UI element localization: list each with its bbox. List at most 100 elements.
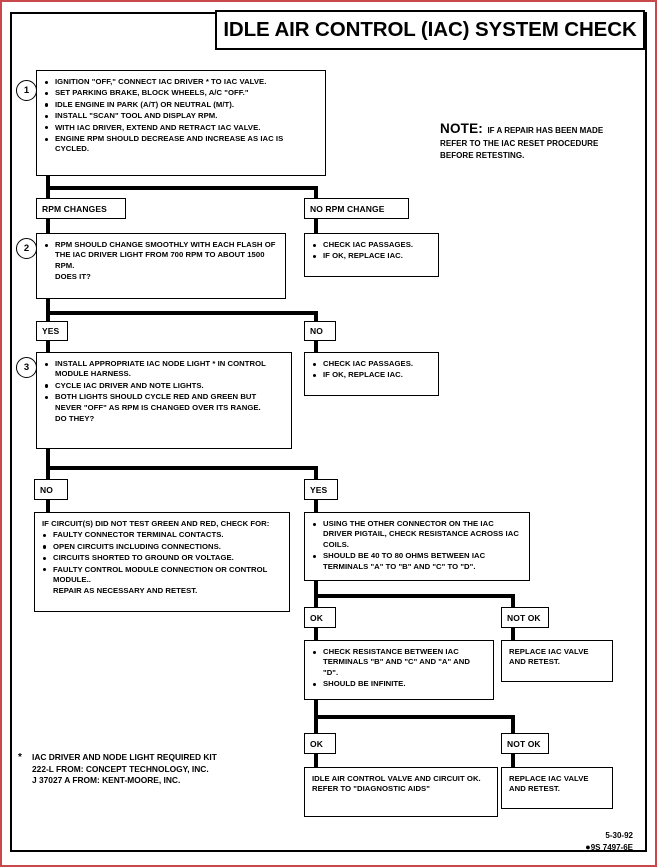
step-1-list: IGNITION "OFF," CONNECT IAC DRIVER * TO …: [44, 77, 319, 155]
step-2-marker: 2: [16, 238, 37, 259]
footnote-line-3: J 37027 A FROM: KENT-MOORE, INC.: [32, 775, 181, 786]
step-2-box: RPM SHOULD CHANGE SMOOTHLY WITH EACH FLA…: [36, 233, 286, 299]
flow-line: [46, 299, 50, 315]
resistance-check-list: USING THE OTHER CONNECTOR ON THE IAC DRI…: [312, 519, 523, 572]
connector-no-2: NO: [34, 479, 68, 500]
footnote-line-2: 222-L FROM: CONCEPT TECHNOLOGY, INC.: [32, 763, 209, 774]
flow-line: [314, 499, 318, 513]
step-1-marker: 1: [16, 80, 37, 101]
check-iac-list-1: CHECK IAC PASSAGES. IF OK, REPLACE IAC.: [312, 240, 432, 262]
list-item: FAULTY CONNECTOR TERMINAL CONTACTS.: [42, 530, 283, 540]
list-item: INSTALL APPROPRIATE IAC NODE LIGHT * IN …: [44, 359, 285, 380]
circuit-fail-list: FAULTY CONNECTOR TERMINAL CONTACTS. OPEN…: [42, 530, 283, 596]
circuit-fail-box: IF CIRCUIT(S) DID NOT TEST GREEN AND RED…: [34, 512, 290, 612]
replace-valve-box-2: REPLACE IAC VALVE AND RETEST.: [501, 767, 613, 809]
list-item: INSTALL "SCAN" TOOL AND DISPLAY RPM.: [44, 111, 319, 121]
flow-line: [46, 466, 50, 480]
replace-valve-2-line-2: AND RETEST.: [509, 784, 560, 794]
replace-valve-line-1: REPLACE IAC VALVE: [509, 647, 589, 656]
connector-ok-1: OK: [304, 607, 336, 628]
connector-not-ok-1: NOT OK: [501, 607, 549, 628]
system-ok-text: IDLE AIR CONTROL VALVE AND CIRCUIT OK. R…: [312, 774, 481, 794]
flow-line: [511, 715, 515, 735]
resistance-check-box: USING THE OTHER CONNECTOR ON THE IAC DRI…: [304, 512, 530, 581]
replace-valve-2-line-1: REPLACE IAC VALVE: [509, 774, 589, 783]
flow-line: [46, 311, 318, 315]
list-item: CIRCUITS SHORTED TO GROUND OR VOLTAGE.: [42, 553, 283, 563]
replace-valve-line-2: AND RETEST.: [509, 657, 560, 667]
footnote: * IAC DRIVER AND NODE LIGHT REQUIRED KIT…: [18, 752, 318, 787]
footnote-marker: *: [18, 752, 22, 763]
step-2-question: DOES IT?: [55, 272, 91, 282]
list-item: IF OK, REPLACE IAC.: [312, 251, 432, 261]
document-date: 5-30-92: [605, 831, 633, 840]
list-item: IGNITION "OFF," CONNECT IAC DRIVER * TO …: [44, 77, 319, 87]
note-line-1: IF A REPAIR HAS BEEN MADE: [487, 126, 604, 135]
flow-line: [46, 340, 50, 353]
step-3-marker: 3: [16, 357, 37, 378]
list-item: ENGINE RPM SHOULD DECREASE AND INCREASE …: [44, 134, 319, 155]
flow-line: [314, 753, 318, 768]
list-item: WITH IAC DRIVER, EXTEND AND RETRACT IAC …: [44, 123, 319, 133]
flow-line: [511, 753, 515, 768]
list-item: SHOULD BE 40 TO 80 OHMS BETWEEN IAC TERM…: [312, 551, 523, 572]
list-item: BOTH LIGHTS SHOULD CYCLE RED AND GREEN B…: [44, 392, 285, 413]
flow-line: [511, 627, 515, 641]
list-item: CHECK IAC PASSAGES.: [312, 240, 432, 250]
footnote-body: IAC DRIVER AND NODE LIGHT REQUIRED KIT 2…: [18, 752, 318, 787]
flow-line: [314, 700, 318, 718]
flow-line: [314, 715, 515, 719]
document-form-number: ●9S 7497-6E: [585, 842, 633, 854]
form-number-text: 9S 7497-6E: [590, 842, 633, 852]
check-iac-passages-box-2: CHECK IAC PASSAGES. IF OK, REPLACE IAC.: [304, 352, 439, 396]
list-item: IF OK, REPLACE IAC.: [312, 370, 432, 380]
note-label: NOTE:: [440, 121, 483, 136]
infinite-check-box: CHECK RESISTANCE BETWEEN IAC TERMINALS "…: [304, 640, 494, 700]
flow-line: [46, 176, 50, 190]
list-item: SHOULD BE INFINITE.: [312, 679, 487, 689]
check-iac-list-2: CHECK IAC PASSAGES. IF OK, REPLACE IAC.: [312, 359, 432, 381]
flow-line: [314, 466, 318, 480]
step-3-question: DO THEY?: [55, 414, 95, 424]
flow-line: [46, 186, 50, 200]
list-item: FAULTY CONTROL MODULE CONNECTION OR CONT…: [42, 565, 283, 586]
flow-line: [314, 186, 318, 200]
note-line-3: BEFORE RETESTING.: [440, 150, 525, 160]
flow-line: [46, 466, 318, 470]
flow-line: [314, 627, 318, 641]
footnote-line-1: IAC DRIVER AND NODE LIGHT REQUIRED KIT: [32, 752, 217, 762]
list-item: SET PARKING BRAKE, BLOCK WHEELS, A/C "OF…: [44, 88, 319, 98]
step-2-list: RPM SHOULD CHANGE SMOOTHLY WITH EACH FLA…: [44, 240, 279, 283]
flow-line: [314, 594, 515, 598]
page-title-text: IDLE AIR CONTROL (IAC) SYSTEM CHECK: [223, 18, 637, 41]
circuit-fail-heading: IF CIRCUIT(S) DID NOT TEST GREEN AND RED…: [42, 519, 270, 528]
flow-line: [46, 311, 50, 323]
note-line-2: REFER TO THE IAC RESET PROCEDURE: [440, 139, 599, 148]
system-ok-box: IDLE AIR CONTROL VALVE AND CIRCUIT OK. R…: [304, 767, 498, 817]
list-item: CYCLE IAC DRIVER AND NOTE LIGHTS.: [44, 381, 285, 391]
circuit-fail-footer: REPAIR AS NECESSARY AND RETEST.: [53, 586, 198, 596]
flow-line: [46, 499, 50, 513]
flow-line: [314, 594, 318, 608]
connector-rpm-changes: RPM CHANGES: [36, 198, 126, 219]
flow-line: [314, 715, 318, 735]
check-iac-passages-box-1: CHECK IAC PASSAGES. IF OK, REPLACE IAC.: [304, 233, 439, 277]
step-1-box: IGNITION "OFF," CONNECT IAC DRIVER * TO …: [36, 70, 326, 176]
connector-yes-2: YES: [304, 479, 338, 500]
list-item: CHECK RESISTANCE BETWEEN IAC TERMINALS "…: [312, 647, 487, 678]
flow-line: [314, 311, 318, 323]
connector-no-1: NO: [304, 321, 336, 341]
connector-no-rpm-change: NO RPM CHANGE: [304, 198, 409, 219]
list-item: IDLE ENGINE IN PARK (A/T) OR NEUTRAL (M/…: [44, 100, 319, 110]
list-item: USING THE OTHER CONNECTOR ON THE IAC DRI…: [312, 519, 523, 550]
infinite-check-list: CHECK RESISTANCE BETWEEN IAC TERMINALS "…: [312, 647, 487, 690]
flow-line: [314, 340, 318, 353]
connector-yes-1: YES: [36, 321, 68, 341]
replace-valve-box-1: REPLACE IAC VALVE AND RETEST.: [501, 640, 613, 682]
list-item: CHECK IAC PASSAGES.: [312, 359, 432, 369]
page-title: IDLE AIR CONTROL (IAC) SYSTEM CHECK: [215, 10, 645, 50]
form-bullet: ●: [585, 841, 591, 852]
flow-line: [511, 594, 515, 608]
flow-line: [46, 218, 50, 235]
